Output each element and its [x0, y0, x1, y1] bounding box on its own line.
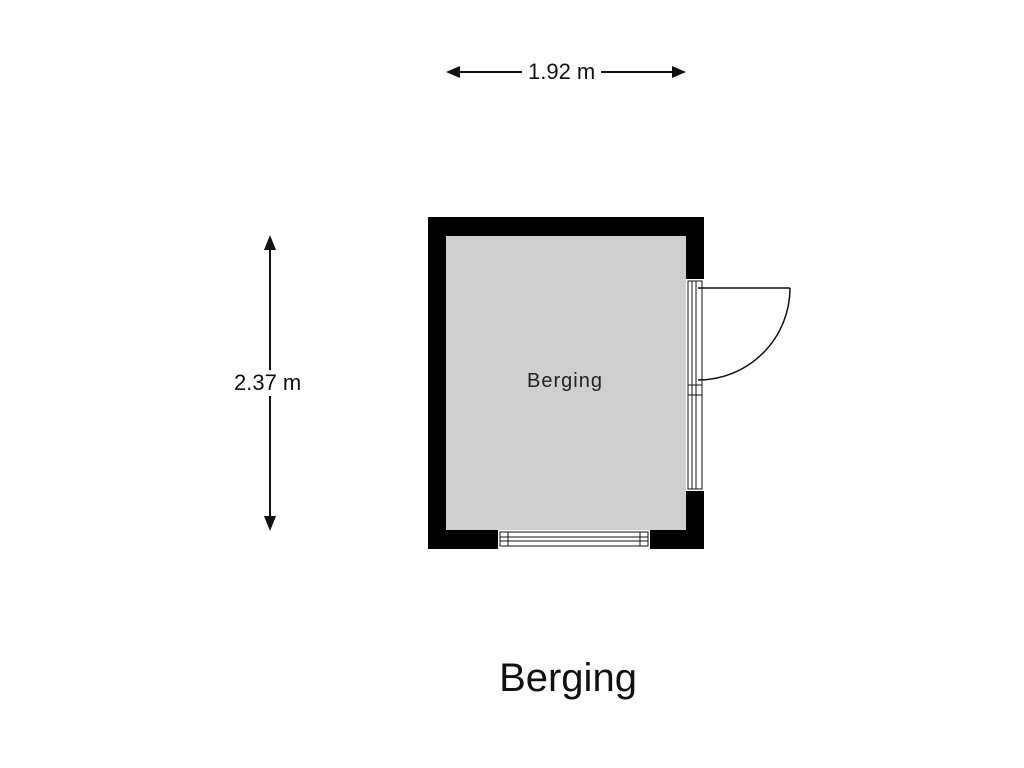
right-wall-frame [687, 280, 703, 490]
height-dimension-label: 2.37 m [228, 370, 308, 396]
plan-title: Berging [499, 656, 637, 700]
room-floor [446, 236, 686, 530]
room-walls [428, 217, 704, 549]
width-dimension-label: 1.92 m [522, 59, 602, 85]
room-name-label: Berging [527, 370, 603, 392]
door-swing [697, 287, 791, 381]
bottom-window [499, 531, 649, 547]
